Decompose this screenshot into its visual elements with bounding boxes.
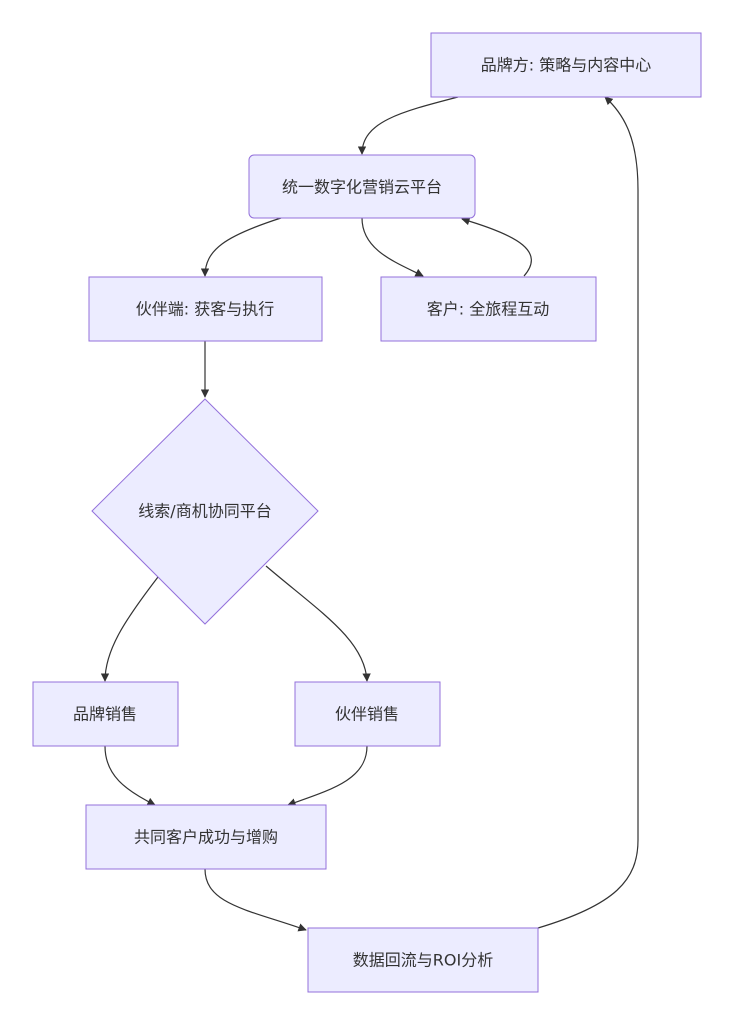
edge-customer-to-platform xyxy=(461,217,532,277)
node-brand-label: 品牌方: 策略与内容中心 xyxy=(481,56,651,75)
node-collab-label: 线索/商机协同平台 xyxy=(138,502,271,521)
node-brand-sales-label: 品牌销售 xyxy=(73,705,137,724)
node-partner-label: 伙伴端: 获客与执行 xyxy=(136,300,274,319)
edge-brand-to-platform xyxy=(357,96,459,155)
edge-platform-to-partner xyxy=(200,217,282,277)
node-platform[interactable]: 统一数字化营销云平台 xyxy=(248,154,476,219)
node-partner-sales[interactable]: 伙伴销售 xyxy=(294,681,441,747)
edge-analytics-to-brand xyxy=(537,96,639,929)
node-analytics-label: 数据回流与ROI分析 xyxy=(353,951,493,970)
node-brand-sales[interactable]: 品牌销售 xyxy=(32,681,179,747)
node-success[interactable]: 共同客户成功与增购 xyxy=(85,804,327,870)
node-partner-sales-label: 伙伴销售 xyxy=(335,705,399,724)
edge-brand-sales-to-success xyxy=(104,745,156,806)
node-customer[interactable]: 客户: 全旅程互动 xyxy=(380,276,597,342)
edges xyxy=(100,96,639,932)
node-partner[interactable]: 伙伴端: 获客与执行 xyxy=(88,276,323,342)
edge-collab-to-partner-sales xyxy=(265,565,371,682)
edge-platform-to-customer xyxy=(361,217,424,277)
nodes: 品牌方: 策略与内容中心 统一数字化营销云平台 伙伴端: 获客与执行 客户: 全… xyxy=(32,32,702,993)
node-platform-label: 统一数字化营销云平台 xyxy=(282,178,442,197)
edge-collab-to-brand-sales xyxy=(100,576,159,682)
node-brand[interactable]: 品牌方: 策略与内容中心 xyxy=(430,32,702,98)
node-customer-label: 客户: 全旅程互动 xyxy=(427,300,549,319)
edge-success-to-analytics xyxy=(204,868,307,932)
node-collab[interactable]: 线索/商机协同平台 xyxy=(91,398,319,625)
edge-partner-sales-to-success xyxy=(287,745,368,807)
node-success-label: 共同客户成功与增购 xyxy=(134,828,278,847)
node-analytics[interactable]: 数据回流与ROI分析 xyxy=(307,927,539,993)
